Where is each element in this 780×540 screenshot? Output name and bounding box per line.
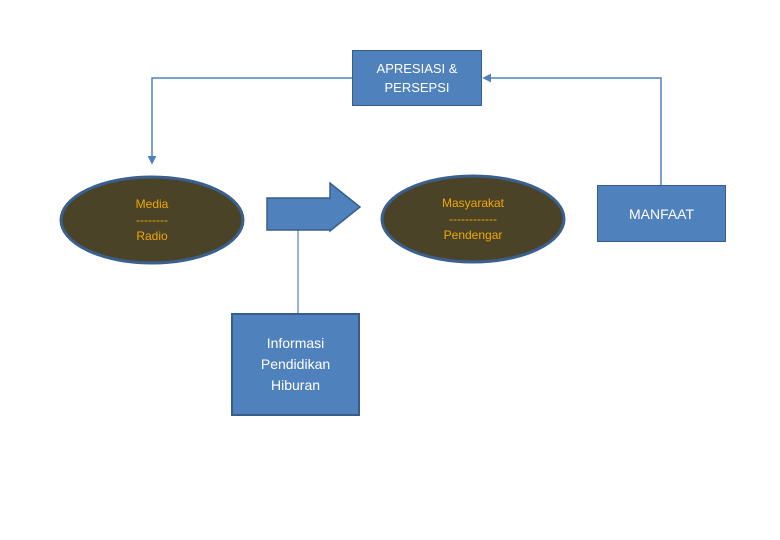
- media-line-2: --------: [136, 213, 168, 227]
- apresiasi-line-1: APRESIASI &: [376, 61, 458, 76]
- masyarakat-oval: [380, 174, 566, 264]
- connector-apresiasi-to-media: [147, 77, 352, 165]
- informasi-line-3: Hiburan: [270, 377, 321, 393]
- media-line-1: Media: [135, 197, 169, 211]
- informasi-box: Informasi Pendidikan Hiburan: [231, 313, 360, 416]
- media-line-3: Radio: [136, 229, 168, 243]
- apresiasi-line-2: PERSEPSI: [384, 80, 450, 95]
- masyarakat-line-3: Pendengar: [443, 228, 503, 242]
- masyarakat-pendengar-text: Masyarakat ------------ Pendengar: [383, 176, 563, 262]
- connector-manfaat-to-apresiasi: [482, 73, 662, 185]
- media-oval: [59, 175, 245, 265]
- manfaat-box: MANFAAT: [597, 185, 726, 242]
- apresiasi-persepsi-box: APRESIASI & PERSEPSI: [352, 50, 482, 106]
- informasi-line-2: Pendidikan: [260, 356, 331, 372]
- informasi-line-1: Informasi: [266, 335, 325, 351]
- flow-block-arrow: [266, 181, 362, 233]
- media-radio-text: Media -------- Radio: [62, 177, 242, 263]
- masyarakat-line-2: ------------: [449, 212, 497, 226]
- manfaat-label: MANFAAT: [628, 205, 695, 222]
- masyarakat-line-1: Masyarakat: [441, 196, 505, 210]
